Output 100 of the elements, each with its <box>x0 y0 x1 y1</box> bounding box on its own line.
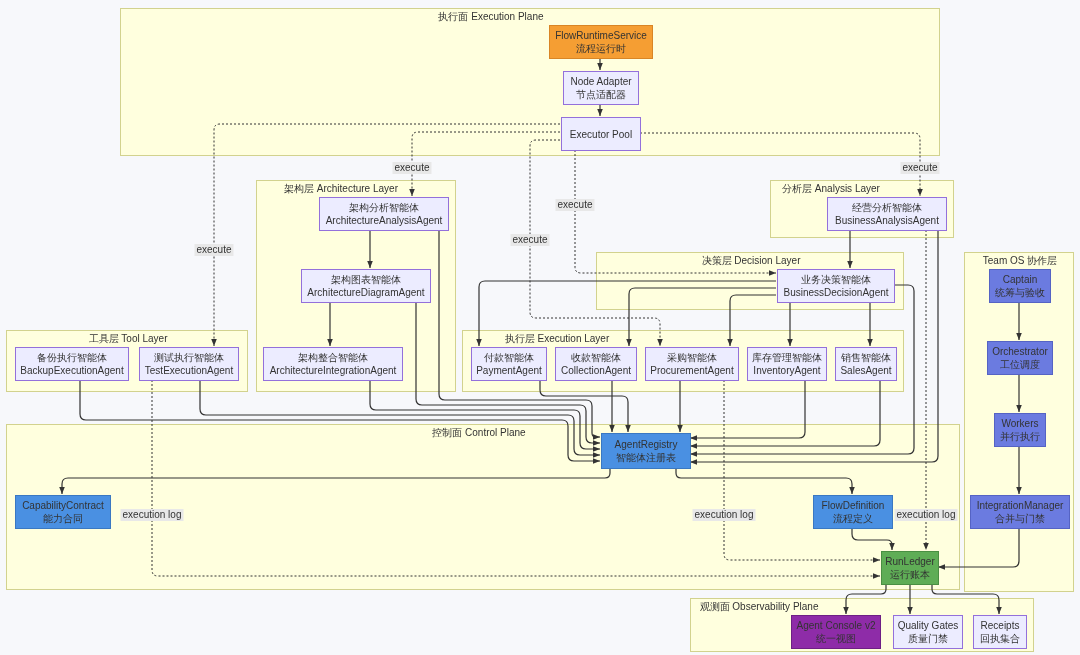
component-caption: InventoryAgent <box>753 364 821 377</box>
component-caption: ProcurementAgent <box>650 364 734 377</box>
component-name: Executor Pool <box>569 127 633 141</box>
arrow <box>367 229 373 269</box>
component-box <box>263 347 403 381</box>
component-box <box>645 347 739 381</box>
component-caption: ArchitectureIntegrationAgent <box>269 364 397 377</box>
component-box <box>989 269 1051 303</box>
group-panel <box>964 252 1074 592</box>
component-box <box>791 615 881 649</box>
edge-label: execute <box>555 199 595 211</box>
component-caption: TestExecutionAgent <box>144 364 234 377</box>
arrow <box>787 301 793 347</box>
component-name: 销售智能体 <box>841 351 891 364</box>
arrow <box>937 527 1020 570</box>
dashed-arrow <box>211 123 561 347</box>
component-box <box>994 413 1046 447</box>
component-caption: 能力合同 <box>43 512 83 525</box>
group-panel <box>690 598 1034 652</box>
arrow <box>1016 445 1022 495</box>
arrow <box>415 301 601 446</box>
component-caption: 流程定义 <box>833 512 873 525</box>
component-caption: 统一视图 <box>816 632 856 645</box>
arrow <box>79 379 601 464</box>
dashed-arrow <box>409 131 561 197</box>
component-caption: 智能体注册表 <box>616 451 676 464</box>
arrow <box>1016 373 1022 413</box>
component-caption: BusinessAnalysisAgent <box>835 214 939 227</box>
component-caption: BackupExecutionAgent <box>20 364 124 377</box>
component-name: 测试执行智能体 <box>154 351 224 364</box>
component-caption: 回执集合 <box>980 632 1020 645</box>
component-name: 备份执行智能体 <box>37 351 107 364</box>
edge-label: execute <box>194 244 234 256</box>
component-caption: PaymentAgent <box>476 364 542 377</box>
arrow <box>539 379 631 433</box>
component-box <box>747 347 827 381</box>
component-name: 架构整合智能体 <box>298 351 368 364</box>
arrow <box>675 467 855 495</box>
panel-title: 执行层 Execution Layer <box>504 333 610 345</box>
component-box <box>15 495 111 529</box>
panel-title: 观测面 Observability Plane <box>699 601 819 613</box>
component-name: 采购智能体 <box>667 351 717 364</box>
component-box <box>319 197 449 231</box>
panel-title: 决策层 Decision Layer <box>701 255 801 267</box>
arrow <box>199 379 601 458</box>
arrow <box>476 280 777 347</box>
arrow <box>931 583 1002 615</box>
panel-title: 工具层 Tool Layer <box>88 333 168 345</box>
component-name: 架构分析智能体 <box>349 201 419 214</box>
arrow <box>689 284 915 457</box>
component-caption: SalesAgent <box>840 364 892 377</box>
group-panel <box>6 330 248 392</box>
component-name: FlowRuntimeService <box>555 29 647 42</box>
arrow <box>369 379 601 452</box>
component-box <box>549 25 653 59</box>
group-panel <box>256 180 456 392</box>
component-name: IntegrationManager <box>976 499 1064 512</box>
component-caption: 合并与门禁 <box>995 512 1045 525</box>
component-name: 收款智能体 <box>571 351 621 364</box>
component-name: FlowDefinition <box>821 499 885 512</box>
edge-label: execute <box>900 162 940 174</box>
panel-title: 执行面 Execution Plane <box>438 11 544 23</box>
component-caption: 流程运行时 <box>576 42 626 55</box>
component-caption: 并行执行 <box>1000 430 1040 443</box>
component-name: 付款智能体 <box>484 351 534 364</box>
arrow <box>727 294 777 347</box>
arrow <box>626 287 777 347</box>
component-box <box>987 341 1053 375</box>
arrow <box>677 379 683 433</box>
arrow <box>847 229 853 269</box>
group-panel <box>6 424 960 590</box>
component-box <box>471 347 547 381</box>
component-caption: ArchitectureDiagramAgent <box>307 286 425 299</box>
component-box <box>563 71 639 105</box>
component-box <box>973 615 1027 649</box>
group-panel <box>120 8 940 156</box>
component-box <box>777 269 895 303</box>
arrow <box>597 57 603 71</box>
component-box <box>15 347 129 381</box>
edge-label: execution log <box>120 509 184 521</box>
arrow <box>438 229 601 440</box>
edge-label: execute <box>510 234 550 246</box>
arrow <box>907 583 913 615</box>
dashed-arrow <box>529 139 663 347</box>
panel-title: 分析层 Analysis Layer <box>782 183 880 195</box>
component-name: 库存管理智能体 <box>752 351 822 364</box>
edge-label: execution log <box>894 509 958 521</box>
component-name: AgentRegistry <box>614 438 678 451</box>
component-box <box>827 197 947 231</box>
arrow <box>689 229 939 465</box>
arrow <box>597 103 603 117</box>
component-name: Orchestrator <box>992 345 1048 358</box>
panel-title: 架构层 Architecture Layer <box>284 183 398 195</box>
component-caption: ArchitectureAnalysisAgent <box>325 214 443 227</box>
edge-label: execution log <box>692 509 756 521</box>
component-caption: BusinessDecisionAgent <box>783 286 889 299</box>
component-name: Workers <box>1001 417 1039 430</box>
component-caption: 工位调度 <box>1000 358 1040 371</box>
arrow <box>59 467 611 495</box>
panel-title: Team OS 协作层 <box>982 255 1058 267</box>
